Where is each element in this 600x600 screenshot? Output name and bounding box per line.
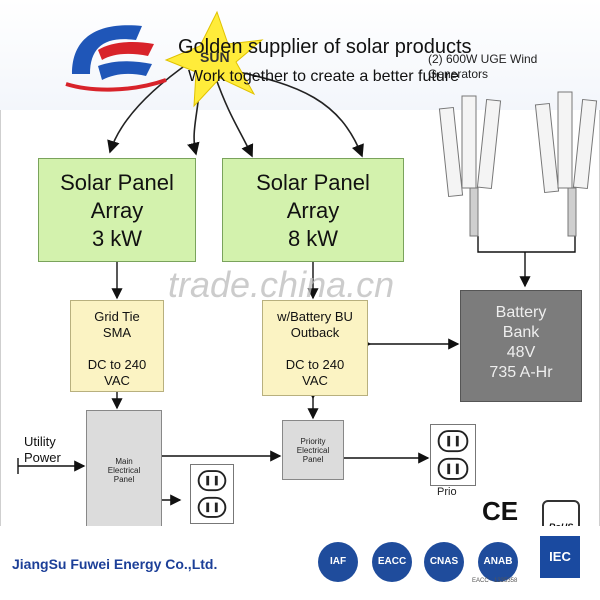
inverter-line	[263, 341, 367, 357]
panel-line: Electrical	[107, 466, 141, 475]
iec-badge: IEC	[540, 536, 580, 578]
solar-array-line: 3 kW	[91, 226, 143, 251]
panel-line: Electrical	[296, 446, 330, 455]
solar-array-line: Array	[286, 198, 340, 223]
inverter-line: DC to 240	[87, 357, 147, 372]
watermark: trade.china.cn	[168, 264, 395, 305]
inverter-line: w/Battery BU	[277, 309, 353, 324]
wind-generator-label: (2) 600W UGE Wind Generators	[428, 52, 538, 81]
anab-badge: ANAB	[478, 542, 518, 582]
solar-array-line: Array	[90, 198, 144, 223]
iaf-badge: IAF	[318, 542, 358, 582]
inverter-line: SMA	[102, 325, 132, 340]
utility-line: Power	[24, 450, 61, 465]
sun-icon	[164, 10, 264, 108]
solar-array-line: Solar Panel	[60, 170, 174, 195]
outlet-main-icon	[190, 464, 234, 524]
panel-line: Priority	[300, 437, 326, 446]
priority-electrical-panel: Priority Electrical Panel	[282, 420, 344, 480]
solar-array-line: Solar Panel	[256, 170, 370, 195]
solar-array-line: 8 kW	[287, 226, 339, 251]
cnas-badge: CNAS	[424, 542, 464, 582]
inverter-line: VAC	[104, 373, 130, 388]
ce-mark: CE	[482, 496, 519, 526]
company-logo	[65, 25, 167, 92]
battery-line: Bank	[502, 324, 540, 341]
inverter-line: Outback	[290, 325, 340, 340]
wind-generators-icon	[438, 91, 598, 237]
main-electrical-panel: Main Electrical Panel	[86, 410, 162, 528]
panel-line: Panel	[302, 455, 324, 464]
utility-power-label: Utility Power	[24, 434, 61, 466]
panel-line: Panel	[113, 475, 135, 484]
battery-bank: Battery Bank 48V 735 A-Hr	[460, 290, 582, 402]
solar-array-8kw: Solar Panel Array 8 kW	[222, 158, 404, 262]
outlet-priority-icon	[430, 424, 476, 486]
inverter-battery-backup: w/Battery BU Outback DC to 240 VAC	[262, 300, 368, 396]
battery-line: 735 A-Hr	[489, 364, 553, 381]
solar-array-3kw: Solar Panel Array 3 kW	[38, 158, 196, 262]
panel-line: Main	[115, 457, 133, 466]
utility-line: Utility	[24, 434, 56, 449]
eacc-badge: EACC	[372, 542, 412, 582]
battery-line: Battery	[495, 304, 547, 321]
sun-label: SUN	[200, 49, 230, 65]
inverter-grid-tie: Grid Tie SMA DC to 240 VAC	[70, 300, 164, 392]
inverter-line: Grid Tie	[94, 309, 140, 324]
inverter-line: VAC	[302, 373, 328, 388]
company-name: JiangSu Fuwei Energy Co.,Ltd.	[12, 556, 218, 572]
inverter-line	[71, 341, 163, 357]
tagline-main: Golden supplier of solar products	[178, 36, 472, 58]
badge-caption: EACC - 1335358	[472, 578, 518, 584]
battery-line: 48V	[506, 344, 536, 361]
tagline-sub: Work together to create a better future	[188, 68, 459, 85]
priority-outlets-label: Prio	[437, 486, 457, 498]
inverter-line: DC to 240	[285, 357, 345, 372]
